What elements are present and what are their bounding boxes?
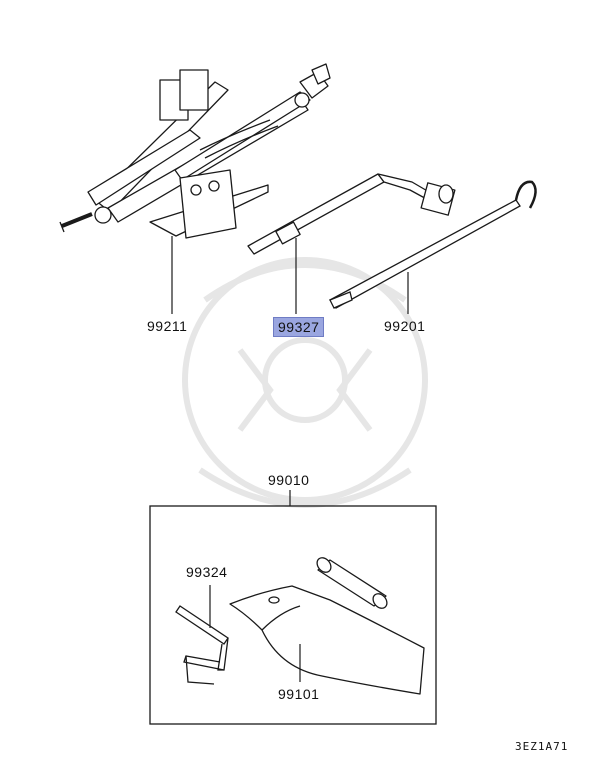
part-label-hook[interactable]: 99324 xyxy=(186,564,228,580)
figure-code: 3EZ1A71 xyxy=(515,740,569,753)
hook-tool-drawing xyxy=(175,605,229,685)
part-label-jack[interactable]: 99211 xyxy=(147,318,188,334)
part-label-bag[interactable]: 99101 xyxy=(278,686,320,702)
part-label-wrench-highlighted[interactable]: 99327 xyxy=(272,317,325,337)
wheel-wrench-drawing xyxy=(247,173,456,255)
jack-handle-bar-drawing xyxy=(329,180,537,309)
scissor-jack-drawing xyxy=(59,63,331,239)
watermark-emblem xyxy=(182,257,428,508)
part-label-bar[interactable]: 99201 xyxy=(384,318,426,334)
tool-kit-box xyxy=(149,505,437,725)
part-label-kit[interactable]: 99010 xyxy=(268,472,310,488)
tool-bag-drawing xyxy=(229,557,425,695)
